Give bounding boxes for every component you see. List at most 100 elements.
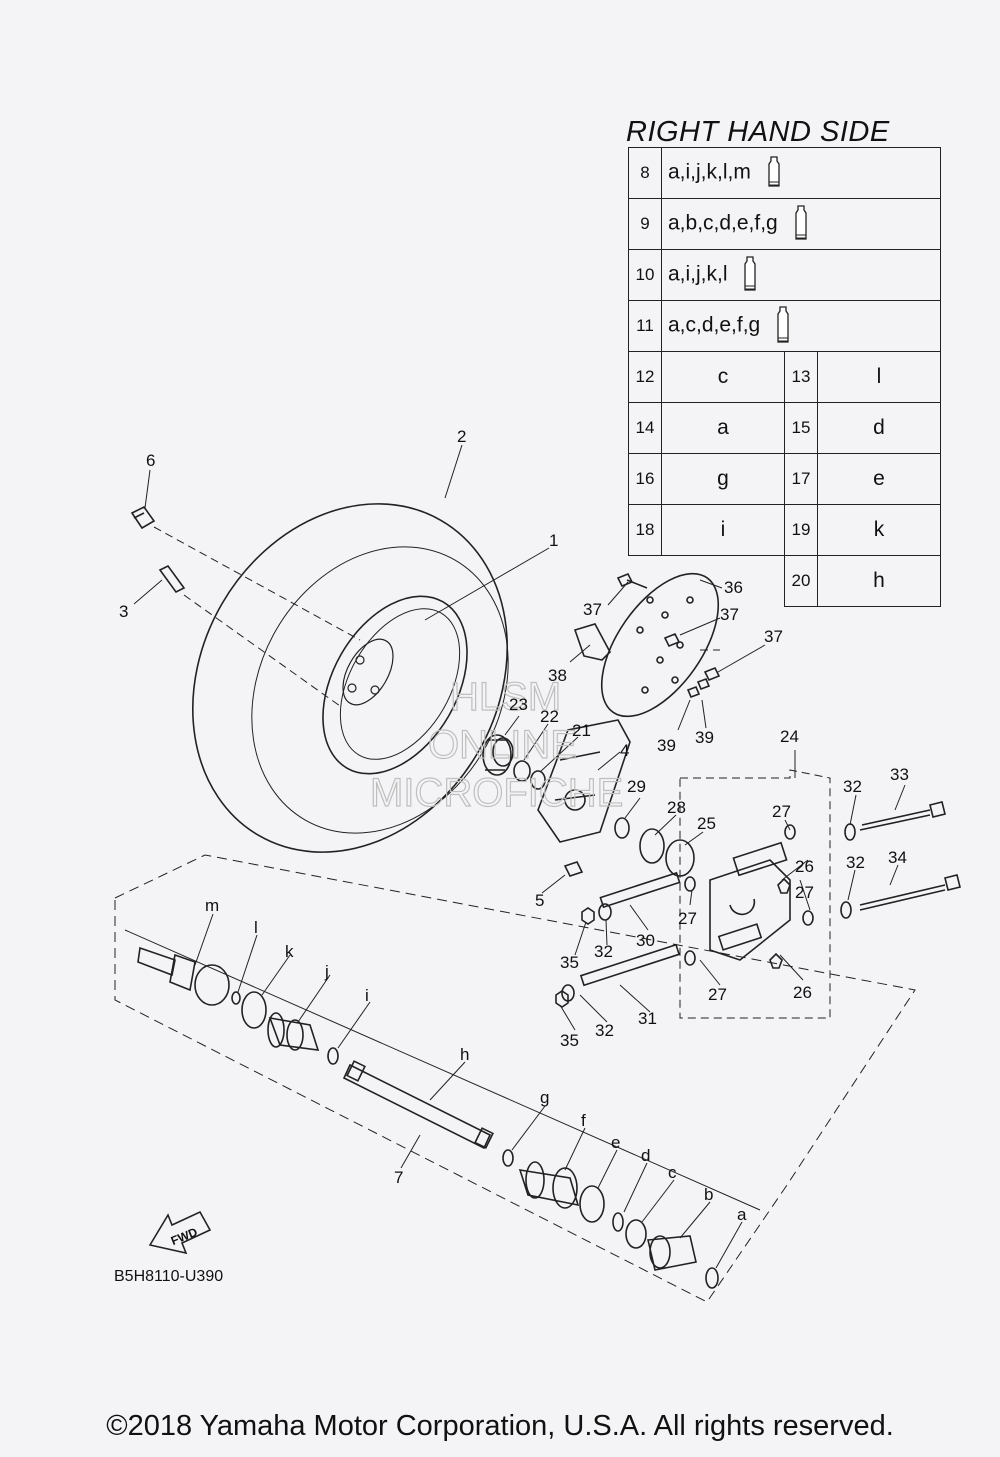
section-title: RIGHT HAND SIDE	[626, 116, 890, 148]
callout: 32	[594, 942, 613, 961]
outer-joint	[137, 946, 230, 1006]
kit-part: g	[661, 453, 785, 505]
arm-collar	[732, 841, 788, 877]
callout: 2	[457, 427, 466, 446]
callout: d	[641, 1146, 650, 1165]
callout: 22	[540, 707, 559, 726]
grease-tube-icon	[744, 256, 757, 291]
callout: 34	[888, 848, 907, 867]
copyright: ©2018 Yamaha Motor Corporation, U.S.A. A…	[106, 1410, 894, 1442]
kit-row: 12 c 13 l	[628, 351, 941, 403]
callout: l	[254, 918, 258, 937]
bolt	[663, 632, 681, 648]
shaft-h	[342, 1060, 494, 1150]
callout: 37	[583, 600, 602, 619]
callout: 37	[720, 605, 739, 624]
bearing	[639, 828, 665, 864]
boot-f	[518, 1161, 580, 1209]
callout: 4	[620, 741, 629, 760]
washer	[684, 876, 696, 892]
kit-parts: a,c,d,e,f,g	[668, 313, 761, 337]
callout: 29	[627, 777, 646, 796]
kit-table: 8 a,i,j,k,l,m 9 a,b,c,d,e,f,g 10 a,i,j,k…	[628, 147, 941, 607]
callout-labels: 2 1 6 3 36 37 37 37 38 39 39 23 22 21 4 …	[119, 427, 909, 1224]
callout: 3	[119, 602, 128, 621]
drive-shaft-outline	[124, 929, 761, 1211]
callout: 35	[560, 953, 579, 972]
callout: 27	[678, 909, 697, 928]
callout: 35	[560, 1031, 579, 1050]
kit-row: 10 a,i,j,k,l	[628, 249, 941, 301]
kit-row: 8 a,i,j,k,l,m	[628, 147, 941, 199]
bolt	[859, 801, 946, 831]
diagram-code: B5H8110-U390	[114, 1268, 224, 1285]
callout: i	[365, 986, 369, 1005]
kit-number: 9	[628, 198, 662, 250]
kit-part: e	[817, 453, 941, 505]
kit-part: d	[817, 402, 941, 454]
callout: 28	[667, 798, 686, 817]
callout: 7	[394, 1168, 403, 1187]
brake-disc	[600, 572, 720, 718]
circlip-l	[231, 991, 241, 1005]
callout: m	[205, 896, 219, 915]
oil-seal	[513, 760, 531, 782]
kit-number: 20	[784, 555, 818, 607]
callout: j	[324, 962, 329, 981]
pivot-shaft	[599, 871, 681, 909]
callout: 37	[764, 627, 783, 646]
washer	[598, 903, 612, 921]
kit-row: 16 g 17 e	[628, 453, 941, 505]
callout: 26	[793, 983, 812, 1002]
grease-nipple	[777, 877, 791, 894]
kit-number: 11	[628, 300, 662, 352]
kit-part: l	[817, 351, 941, 403]
kit-number: 16	[628, 453, 662, 505]
callout: e	[611, 1133, 620, 1152]
callout: 30	[636, 931, 655, 950]
rear-arm	[709, 859, 791, 961]
callout: 24	[780, 727, 799, 746]
fwd-arrow-icon	[148, 1210, 212, 1255]
inner-joint-b	[647, 1235, 697, 1271]
callout: 32	[843, 777, 862, 796]
kit-number: 17	[784, 453, 818, 505]
callout: 5	[535, 891, 544, 910]
fwd-label: FWD	[169, 1225, 200, 1248]
callout: 27	[772, 802, 791, 821]
valve-stem	[158, 564, 186, 594]
brake-guard	[573, 623, 611, 661]
kit-number: 13	[784, 351, 818, 403]
circlip-d	[612, 1212, 624, 1232]
circlip-a	[705, 1267, 719, 1289]
callout: 21	[572, 721, 591, 740]
knuckle	[537, 719, 631, 843]
grease-tube-icon	[794, 205, 807, 240]
boot-band-g	[502, 1149, 514, 1167]
bolt	[859, 874, 961, 911]
kit-number: 10	[628, 249, 662, 301]
boot-band-k	[241, 991, 267, 1029]
hub-bearing	[482, 734, 514, 776]
boot-j	[267, 1012, 320, 1051]
grease-tube-icon	[777, 306, 789, 343]
kit-part: c	[661, 351, 785, 403]
kit-number: 12	[628, 351, 662, 403]
circlip	[614, 817, 630, 839]
callout: 32	[846, 853, 865, 872]
kit-row: 20 h	[628, 555, 941, 607]
drive-shaft-group-outline	[114, 854, 916, 1303]
kit-row: 14 a 15 d	[628, 402, 941, 454]
callout: h	[460, 1045, 469, 1064]
bolt	[616, 572, 648, 589]
svg-text:HLSM: HLSM	[450, 675, 561, 719]
kit-row: 11 a,c,d,e,f,g	[628, 300, 941, 352]
nut	[555, 990, 569, 1008]
washer	[840, 901, 852, 919]
callout: 33	[890, 765, 909, 784]
tire	[192, 503, 509, 853]
washer	[802, 910, 814, 926]
callout: 6	[146, 451, 155, 470]
arm-group-outline	[679, 769, 831, 1019]
